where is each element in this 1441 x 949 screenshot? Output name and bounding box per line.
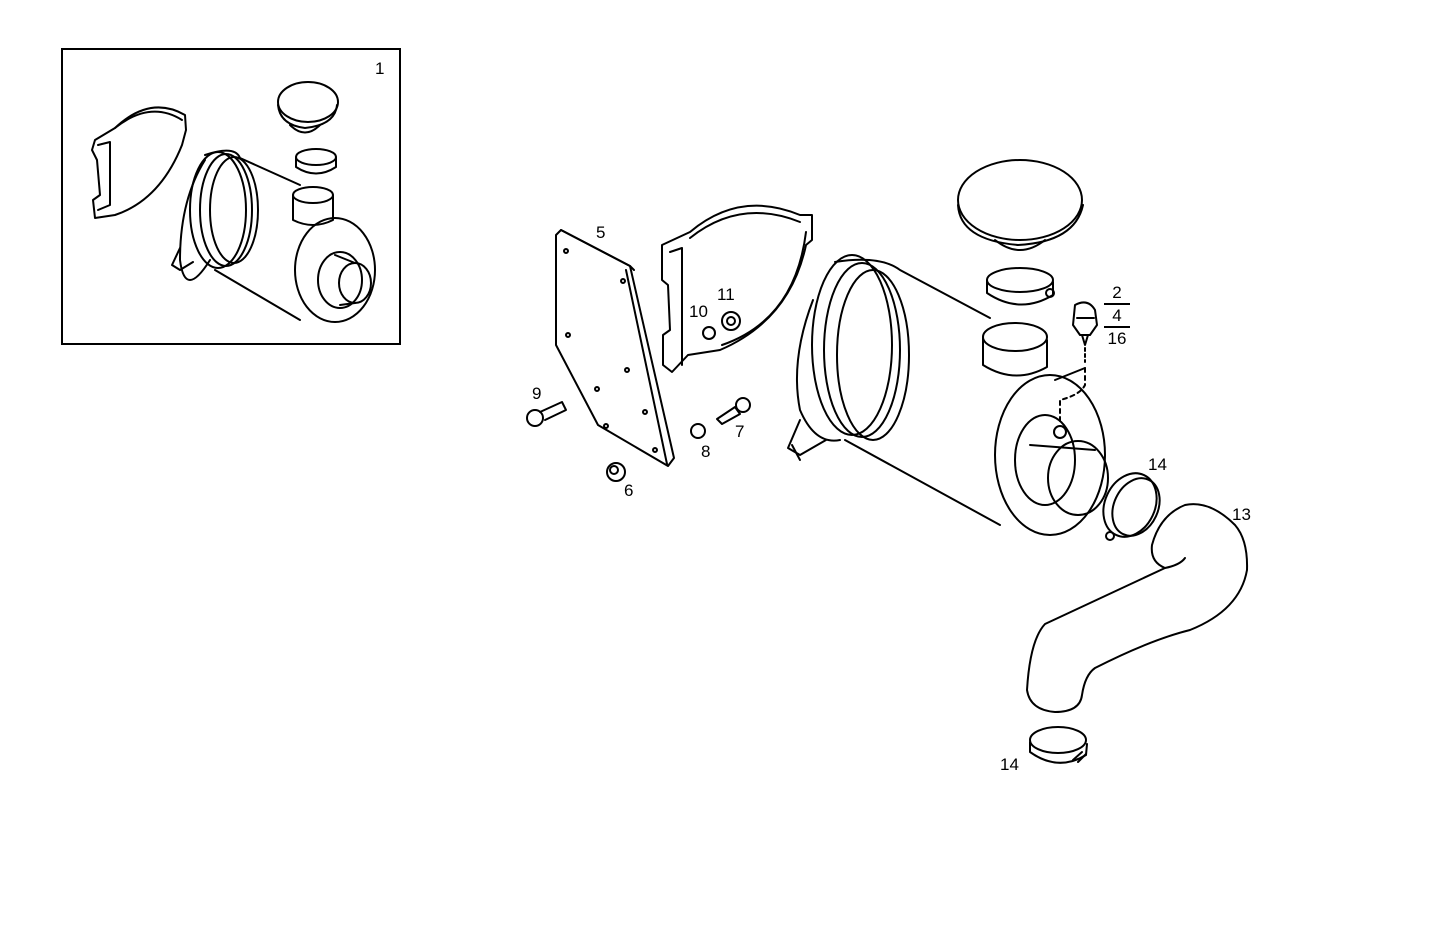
hose-clamp-upper xyxy=(1102,472,1161,541)
hardware-parts xyxy=(526,311,751,482)
callout-9: 9 xyxy=(532,384,542,403)
callout-1: 1 xyxy=(375,59,385,78)
callout-11: 11 xyxy=(717,285,735,304)
outlet-stub xyxy=(982,322,1048,377)
inset-assembly-drawing xyxy=(91,81,376,323)
callout-2-4-16: 2 4 16 xyxy=(1104,284,1130,347)
hose-clamp-lower xyxy=(1029,726,1088,764)
filter-housing xyxy=(787,254,1109,536)
fraction-divider xyxy=(1104,303,1130,305)
intake-hose-13 xyxy=(1026,503,1249,713)
upper-clamp xyxy=(986,267,1055,306)
service-indicator xyxy=(1072,301,1098,363)
callout-14-upper: 14 xyxy=(1148,455,1167,474)
bracket-plate-5 xyxy=(555,229,675,467)
callout-13: 13 xyxy=(1232,505,1251,524)
callout-4: 4 xyxy=(1112,306,1122,325)
assembly-inset-frame xyxy=(61,48,401,345)
callout-7: 7 xyxy=(735,422,745,441)
callout-16: 16 xyxy=(1107,329,1127,348)
callout-14-lower: 14 xyxy=(1000,755,1019,774)
rain-cap xyxy=(957,159,1084,251)
callout-6: 6 xyxy=(624,481,634,500)
callout-10: 10 xyxy=(689,302,708,321)
fraction-divider xyxy=(1104,326,1130,328)
callout-5: 5 xyxy=(596,223,606,242)
callout-2: 2 xyxy=(1112,283,1122,302)
mounting-strap xyxy=(661,204,813,373)
callout-8: 8 xyxy=(701,442,711,461)
